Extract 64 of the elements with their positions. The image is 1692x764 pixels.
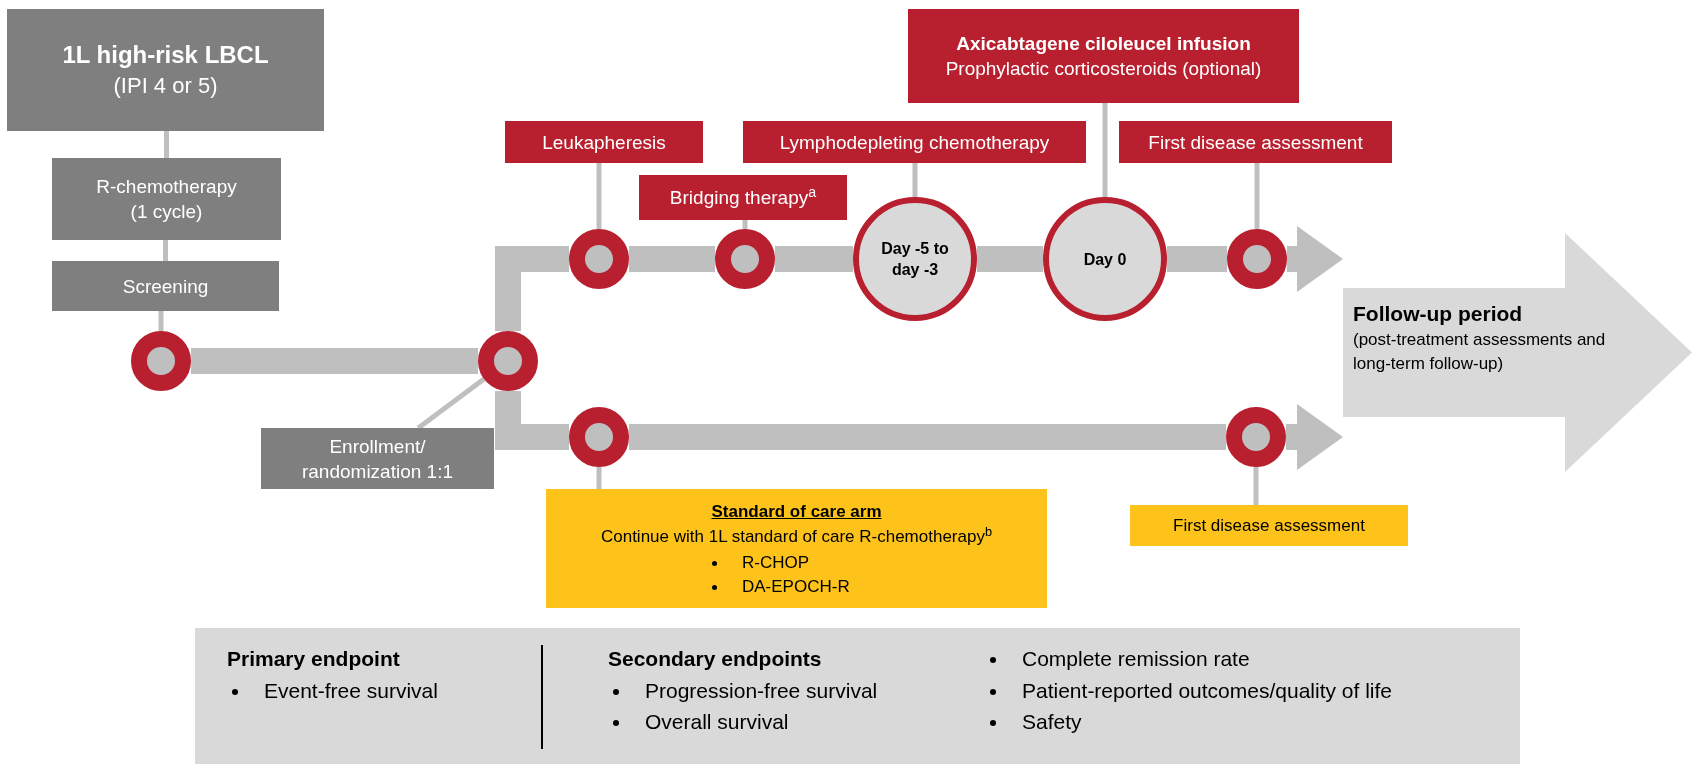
box-label: R-chemotherapy (1 cycle) xyxy=(95,175,238,224)
arrow-heading: Follow-up period xyxy=(1353,301,1524,327)
box-label: First disease assessment xyxy=(1173,514,1365,537)
connector-line xyxy=(596,163,602,229)
box-label: Screening xyxy=(122,274,209,299)
timeline-marker xyxy=(1226,407,1286,467)
timeline-track xyxy=(495,246,569,331)
timeline-marker xyxy=(131,331,191,391)
box-label: (IPI 4 or 5) xyxy=(113,72,218,100)
step-box xyxy=(639,175,847,220)
box-label: Continue with 1L standard of care R-chemotherapy$^{b}$ xyxy=(600,525,993,548)
step-box xyxy=(1130,505,1408,546)
box-label: Enrollment/ randomization 1:1 xyxy=(301,434,454,484)
box-label: Axicabtagene ciloleucel infusion xyxy=(956,32,1251,56)
timeline-track xyxy=(191,348,478,374)
timeline-track xyxy=(629,246,715,272)
list-item: DA-EPOCH-R xyxy=(742,577,850,596)
patient-box xyxy=(7,9,324,131)
timeline-marker xyxy=(478,331,538,391)
timeline-marker xyxy=(1227,229,1287,289)
connector-line xyxy=(1254,163,1260,229)
connector-line xyxy=(164,131,169,158)
list-item: R-CHOP xyxy=(742,553,810,572)
box-label: 1L high-risk LBCL xyxy=(62,40,269,70)
list-item: Overall survival xyxy=(645,710,789,733)
connector-line xyxy=(742,220,748,229)
timeline-track xyxy=(775,246,853,272)
timeline-track xyxy=(495,391,569,450)
standard-of-care-box xyxy=(546,489,1047,608)
box-label: Lymphodepleting chemotherapy xyxy=(779,130,1050,155)
endpoints-panel xyxy=(195,628,1520,764)
box-label: First disease assessment xyxy=(1148,130,1363,155)
section-heading: Primary endpoint xyxy=(227,647,400,670)
connector-line xyxy=(912,163,918,197)
step-box xyxy=(743,121,1086,163)
step-box xyxy=(1119,121,1392,163)
list-item: Safety xyxy=(1022,710,1082,733)
step-box xyxy=(261,428,494,489)
timeline-track xyxy=(977,246,1043,272)
circle-label: Day 0 xyxy=(1083,249,1127,270)
step-box xyxy=(52,158,281,240)
connector-line xyxy=(163,240,168,261)
connector-line xyxy=(1102,103,1108,197)
connector-line xyxy=(158,311,164,331)
arrow-label: (post-treatment assessments and long-term follow-up) xyxy=(1353,329,1607,375)
circle-label: Day -5 to day -3 xyxy=(880,239,950,280)
timeline-marker xyxy=(569,407,629,467)
section-heading: Secondary endpoints xyxy=(608,647,822,670)
box-heading: Standard of care arm xyxy=(711,501,882,523)
timeline-marker xyxy=(569,229,629,289)
timeline-track xyxy=(1287,226,1343,292)
list-item: Patient-reported outcomes/quality of life xyxy=(1022,679,1393,702)
timeline-marker xyxy=(715,229,775,289)
list-item: Event-free survival xyxy=(264,679,438,702)
box-label: Prophylactic corticosteroids (optional) xyxy=(945,57,1262,81)
step-box xyxy=(505,121,703,163)
step-box xyxy=(908,9,1299,103)
list-item: Progression-free survival xyxy=(645,679,878,702)
list-item: Complete remission rate xyxy=(1022,647,1250,670)
connector-line xyxy=(1253,467,1259,505)
step-box xyxy=(52,261,279,311)
box-label: Bridging therapy$^{a}$ xyxy=(669,185,817,210)
box-label: Leukapheresis xyxy=(542,130,666,155)
connector-line xyxy=(596,467,602,489)
